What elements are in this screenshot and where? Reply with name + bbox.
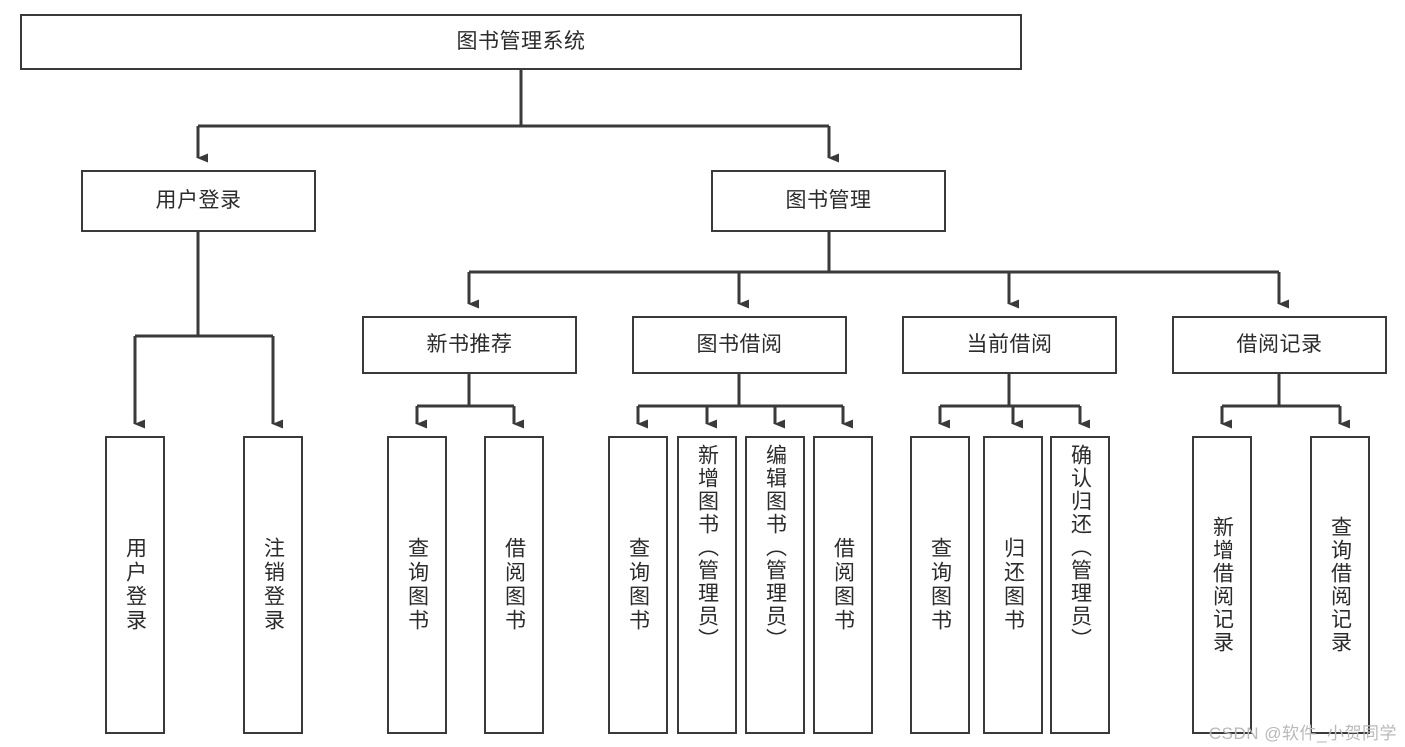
node-leaf-confirm-return-admin[interactable]: 确认归还（管理员） <box>1050 436 1110 734</box>
node-leaf-add-book-admin[interactable]: 新增图书（管理员） <box>677 436 737 734</box>
node-new-book-recommend-label: 新书推荐 <box>426 332 513 356</box>
node-leaf-add-borrow-record-label: 新增借阅记录 <box>1210 516 1234 654</box>
node-current-borrow[interactable]: 当前借阅 <box>902 316 1117 374</box>
node-leaf-query-borrow-record[interactable]: 查询借阅记录 <box>1310 436 1370 734</box>
node-leaf-return-book-label: 归还图书 <box>1001 537 1025 633</box>
node-leaf-query-book-current[interactable]: 查询图书 <box>910 436 970 734</box>
node-leaf-borrow-book-recommend-label: 借阅图书 <box>502 537 526 633</box>
node-leaf-return-book[interactable]: 归还图书 <box>983 436 1043 734</box>
node-leaf-query-book-current-label: 查询图书 <box>928 537 952 633</box>
node-leaf-borrow-book-label: 借阅图书 <box>831 537 855 633</box>
node-current-borrow-label: 当前借阅 <box>966 332 1053 356</box>
node-root-label: 图书管理系统 <box>456 29 586 53</box>
node-leaf-edit-book-admin[interactable]: 编辑图书（管理员） <box>745 436 805 734</box>
node-user-login[interactable]: 用户登录 <box>81 170 316 232</box>
node-leaf-user-login-label: 用户登录 <box>123 537 147 633</box>
node-leaf-query-book-borrow[interactable]: 查询图书 <box>608 436 668 734</box>
node-new-book-recommend[interactable]: 新书推荐 <box>362 316 577 374</box>
node-leaf-logout-login-label: 注销登录 <box>261 537 285 633</box>
node-leaf-borrow-book-recommend[interactable]: 借阅图书 <box>484 436 544 734</box>
node-leaf-confirm-return-admin-label: 确认归还（管理员） <box>1068 444 1092 651</box>
node-leaf-query-book-recommend-label: 查询图书 <box>405 537 429 633</box>
node-user-login-label: 用户登录 <box>155 188 242 212</box>
node-borrow-record-label: 借阅记录 <box>1236 332 1323 356</box>
node-book-borrow-label: 图书借阅 <box>696 332 783 356</box>
node-leaf-edit-book-admin-label: 编辑图书（管理员） <box>763 444 787 651</box>
node-leaf-logout-login[interactable]: 注销登录 <box>243 436 303 734</box>
node-root[interactable]: 图书管理系统 <box>20 14 1022 70</box>
node-leaf-query-borrow-record-label: 查询借阅记录 <box>1328 516 1352 654</box>
node-leaf-query-book-recommend[interactable]: 查询图书 <box>387 436 447 734</box>
node-leaf-query-book-borrow-label: 查询图书 <box>626 537 650 633</box>
node-leaf-add-borrow-record[interactable]: 新增借阅记录 <box>1192 436 1252 734</box>
node-borrow-record[interactable]: 借阅记录 <box>1172 316 1387 374</box>
node-book-management[interactable]: 图书管理 <box>711 170 946 232</box>
node-leaf-add-book-admin-label: 新增图书（管理员） <box>695 444 719 651</box>
node-leaf-user-login[interactable]: 用户登录 <box>105 436 165 734</box>
node-book-borrow[interactable]: 图书借阅 <box>632 316 847 374</box>
node-leaf-borrow-book[interactable]: 借阅图书 <box>813 436 873 734</box>
node-book-management-label: 图书管理 <box>785 188 872 212</box>
